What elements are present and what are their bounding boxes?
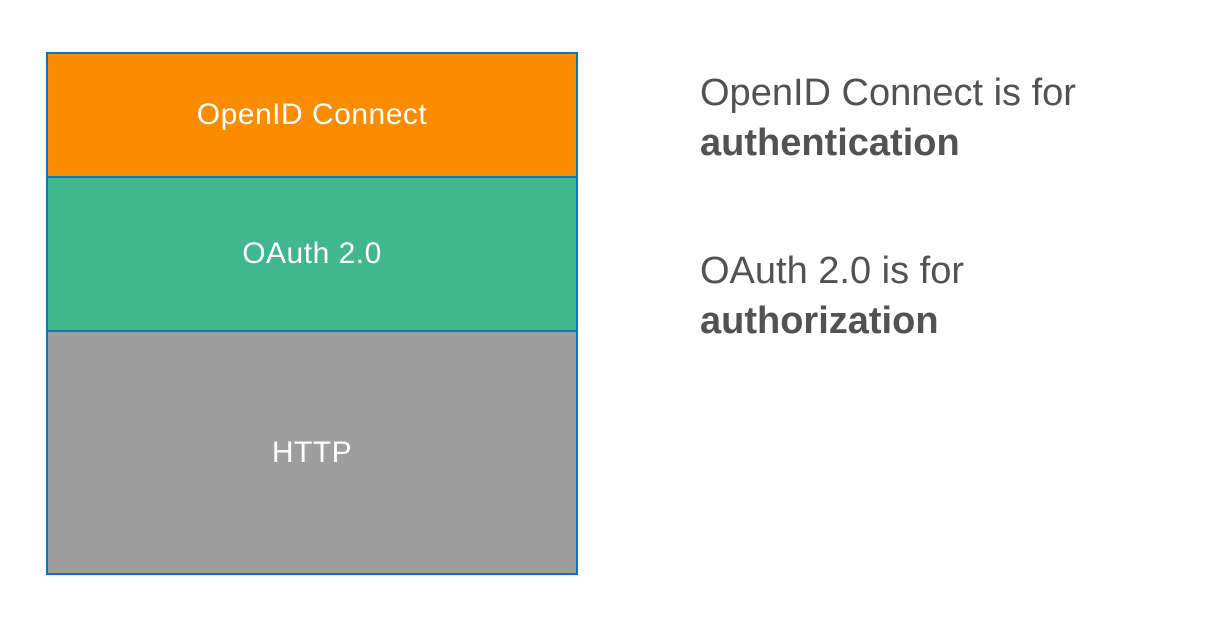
layer-http-label: HTTP (271, 435, 353, 469)
layer-http: HTTP (48, 330, 576, 573)
layer-openid-connect-label: OpenID Connect (196, 98, 428, 131)
annotation-openid-connect-emphasis: authentication (700, 122, 960, 164)
protocol-stack-diagram: OpenID Connect OAuth 2.0 HTTP (46, 52, 578, 575)
annotations-column: OpenID Connect is for authentication OAu… (700, 68, 1200, 346)
annotation-oauth-emphasis: authorization (700, 300, 939, 342)
annotation-openid-connect: OpenID Connect is for authentication (700, 68, 1200, 168)
layer-oauth-label: OAuth 2.0 (242, 237, 382, 270)
annotation-oauth-lead: OAuth 2.0 is for (700, 250, 965, 292)
layer-oauth: OAuth 2.0 (48, 176, 576, 330)
annotation-oauth: OAuth 2.0 is for authorization (700, 246, 1200, 346)
annotation-openid-connect-lead: OpenID Connect is for (700, 72, 1076, 114)
layer-openid-connect: OpenID Connect (48, 54, 576, 176)
